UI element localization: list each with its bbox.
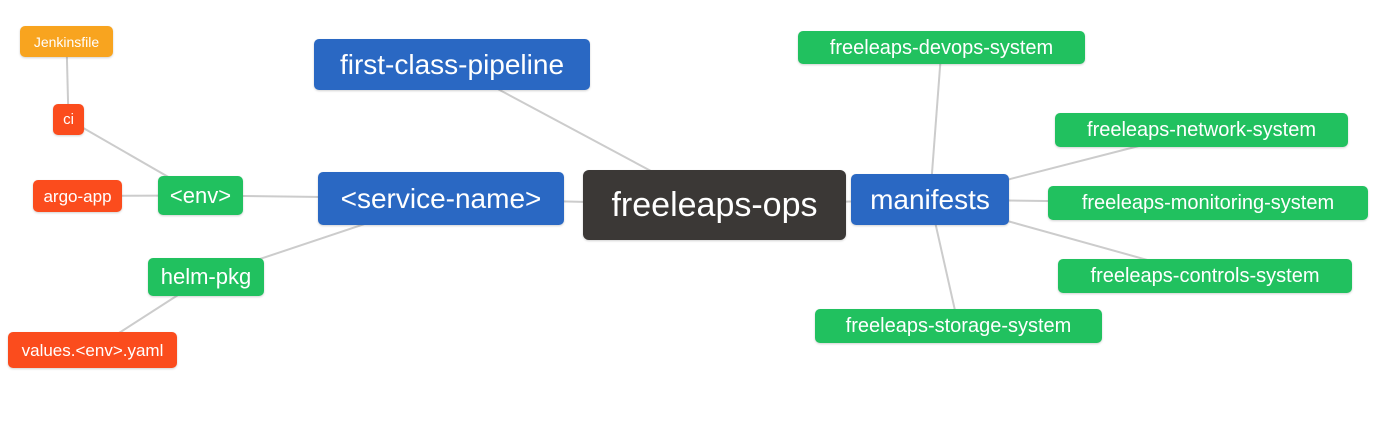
mindmap-node-argo-app[interactable]: argo-app <box>33 180 122 212</box>
mindmap-node-manifests[interactable]: manifests <box>851 174 1009 225</box>
mindmap-node-freeleaps-storage-system[interactable]: freeleaps-storage-system <box>815 309 1102 343</box>
mindmap-node-freeleaps-ops[interactable]: freeleaps-ops <box>583 170 846 240</box>
mindmap-node-ci[interactable]: ci <box>53 104 84 135</box>
mindmap-node-freeleaps-monitoring-system[interactable]: freeleaps-monitoring-system <box>1048 186 1368 220</box>
mindmap-node-jenkinsfile[interactable]: Jenkinsfile <box>20 26 113 57</box>
mindmap-node-freeleaps-devops-system[interactable]: freeleaps-devops-system <box>798 31 1085 64</box>
mindmap-node-helm-pkg[interactable]: helm-pkg <box>148 258 264 296</box>
mindmap-node-service-name[interactable]: <service-name> <box>318 172 564 225</box>
mindmap-node-first-class-pipeline[interactable]: first-class-pipeline <box>314 39 590 90</box>
mindmap-node-freeleaps-network-system[interactable]: freeleaps-network-system <box>1055 113 1348 147</box>
mindmap-node-freeleaps-controls-system[interactable]: freeleaps-controls-system <box>1058 259 1352 293</box>
mindmap-node-values-env-yaml[interactable]: values.<env>.yaml <box>8 332 177 368</box>
mindmap-node-env[interactable]: <env> <box>158 176 243 215</box>
